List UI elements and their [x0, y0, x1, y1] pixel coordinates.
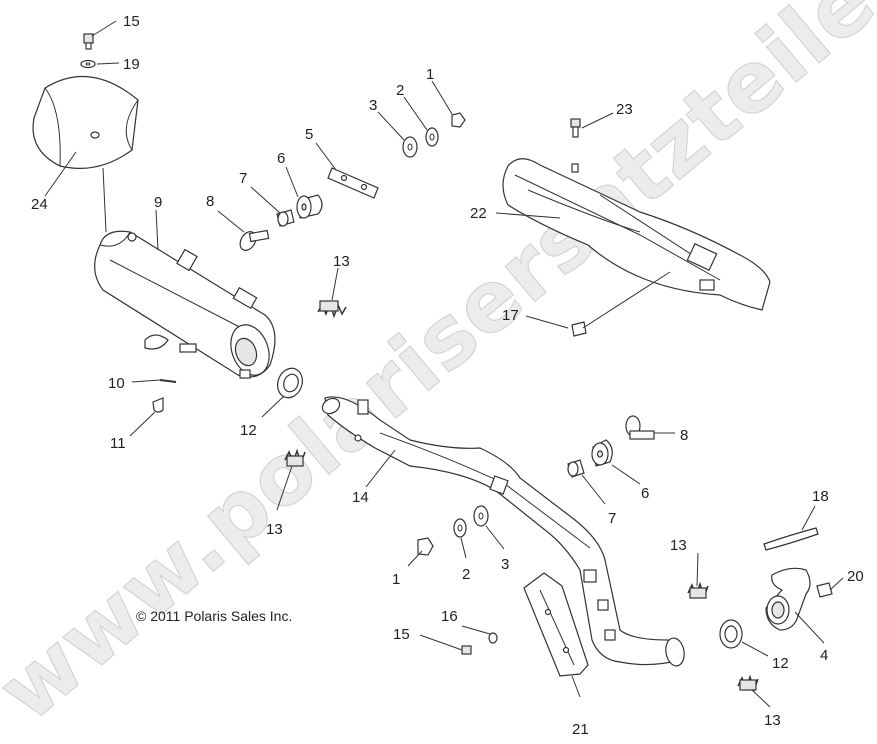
callout-13: 13 — [764, 712, 781, 729]
part-1-nut-lower — [417, 537, 434, 556]
callout-6: 6 — [641, 485, 649, 502]
part-4-flange-elbow — [765, 567, 811, 631]
part-16-washer — [488, 632, 498, 644]
callout-17: 17 — [502, 307, 519, 324]
callout-9: 9 — [154, 194, 162, 211]
part-7-spacer-lower — [567, 459, 585, 478]
copyright-notice: © 2011 Polaris Sales Inc. — [136, 608, 292, 624]
callout-11: 11 — [110, 435, 126, 452]
callout-7: 7 — [239, 170, 247, 187]
part-13-spring-bottom — [737, 674, 759, 693]
callout-3: 3 — [501, 556, 509, 573]
part-8-bolt-lower — [625, 415, 655, 440]
callout-14: 14 — [352, 489, 369, 506]
part-6-grommet-lower — [591, 439, 613, 467]
callout-6: 6 — [277, 150, 285, 167]
callout-1: 1 — [392, 571, 400, 588]
callout-12: 12 — [772, 655, 789, 672]
callout-13: 13 — [266, 521, 283, 538]
callout-24: 24 — [31, 196, 48, 213]
part-3-washer-lower — [473, 505, 489, 527]
part-7-spacer-upper — [276, 209, 295, 227]
callout-16: 16 — [441, 608, 458, 625]
part-20-nut — [816, 582, 833, 598]
callout-15: 15 — [393, 626, 410, 643]
callout-3: 3 — [369, 97, 377, 114]
callout-8: 8 — [206, 193, 214, 210]
part-13-spring-right — [687, 581, 709, 600]
callout-15: 15 — [123, 13, 140, 30]
callout-19: 19 — [123, 56, 140, 73]
callout-18: 18 — [812, 488, 829, 505]
callout-21: 21 — [572, 721, 589, 738]
part-3-washer-upper — [402, 136, 418, 158]
callout-13: 13 — [670, 537, 687, 554]
part-2-washer-upper — [425, 127, 439, 147]
part-23-screw — [570, 118, 581, 138]
part-18-gasket-flat — [763, 527, 819, 551]
part-19-washer — [80, 59, 96, 69]
leader-lines — [44, 20, 844, 708]
part-11-plug — [152, 397, 164, 413]
part-14-exhaust-pipe — [321, 396, 685, 667]
callout-20: 20 — [847, 568, 864, 585]
part-13-spring-left — [284, 448, 306, 467]
callout-2: 2 — [462, 566, 470, 583]
callout-7: 7 — [608, 510, 616, 527]
callout-13: 13 — [333, 253, 350, 270]
callout-4: 4 — [820, 647, 828, 664]
callout-2: 2 — [396, 82, 404, 99]
part-21-heat-shield-plate — [523, 572, 589, 677]
callout-10: 10 — [108, 375, 125, 392]
callout-12: 12 — [240, 422, 257, 439]
part-24-muffler-shield — [32, 75, 139, 169]
part-15-screw-lower — [461, 645, 472, 655]
part-13-spring-upper — [317, 300, 347, 319]
part-12-gasket-upper — [277, 367, 303, 399]
part-12-gasket-lower — [719, 619, 743, 649]
part-5-bracket — [327, 167, 379, 199]
part-8-bolt-upper — [239, 229, 270, 251]
callout-8: 8 — [680, 427, 688, 444]
callout-23: 23 — [616, 101, 633, 118]
callout-5: 5 — [305, 126, 313, 143]
callout-1: 1 — [426, 66, 434, 83]
part-10-pin — [159, 379, 177, 383]
part-1-nut-upper — [451, 112, 466, 128]
part-2-washer-lower — [453, 518, 467, 538]
callout-22: 22 — [470, 205, 487, 222]
callout-labels: 15 19 24 9 8 7 6 5 3 2 1 23 22 13 17 10 … — [31, 13, 864, 738]
part-9-muffler — [94, 230, 276, 379]
part-17-clip — [571, 321, 587, 337]
part-15-screw-top — [83, 33, 94, 50]
part-6-grommet-upper — [296, 194, 323, 219]
